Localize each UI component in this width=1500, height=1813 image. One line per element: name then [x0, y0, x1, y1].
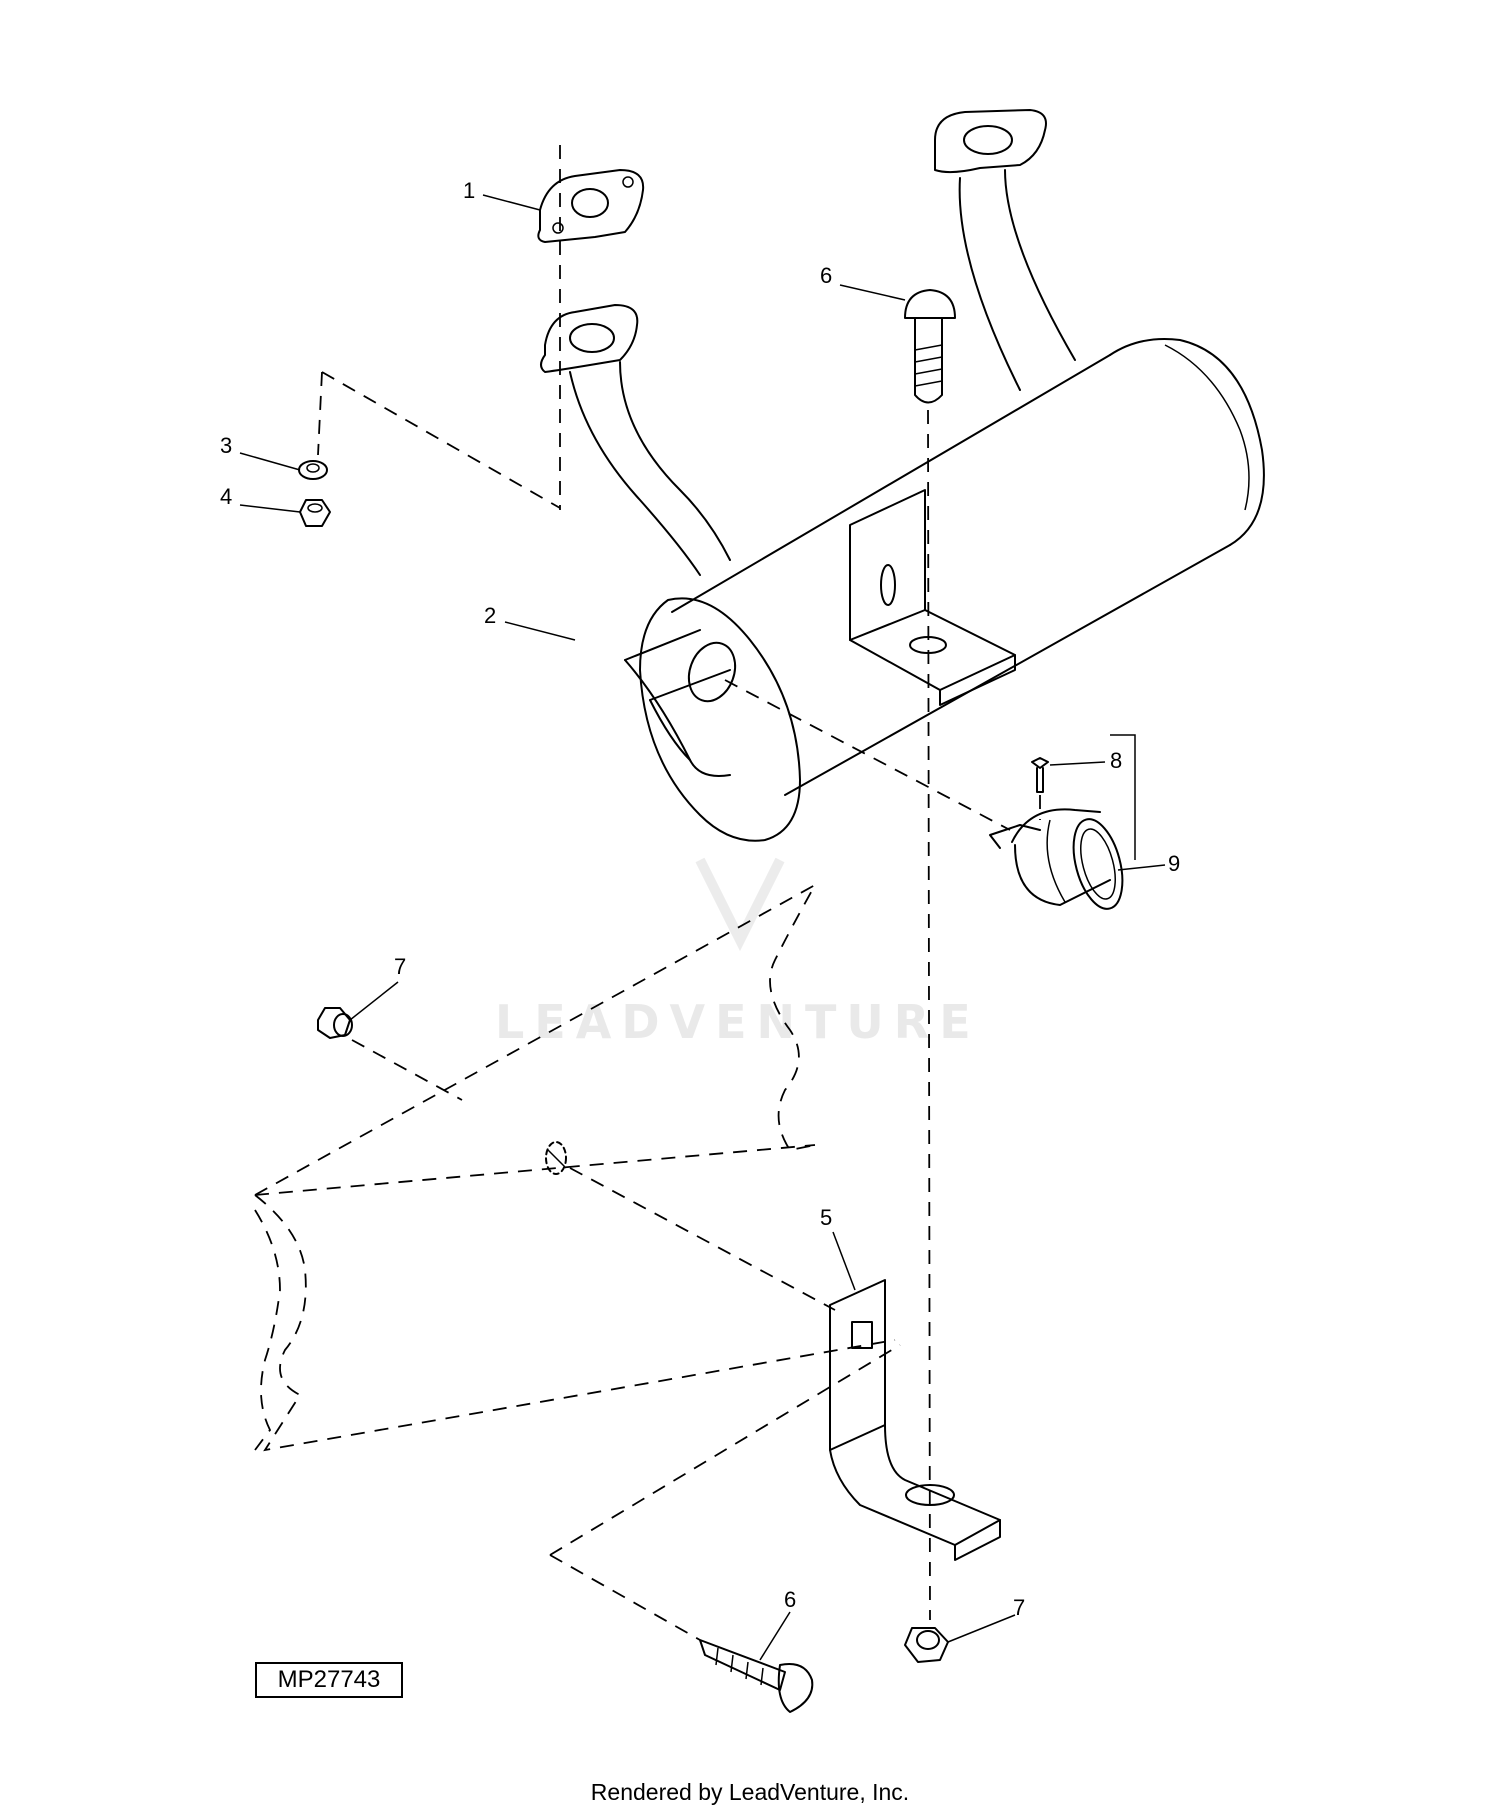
svg-text:8: 8 — [1110, 748, 1122, 773]
callout-7-left: 7 — [349, 954, 406, 1021]
centerline-nut-vertical — [317, 371, 323, 456]
tailpipe-extension-part-9[interactable] — [989, 808, 1131, 914]
centerline-flange-nut-left — [351, 1039, 463, 1101]
centerline-lower-bolt — [549, 1344, 901, 1556]
lock-washer-part-3[interactable] — [298, 460, 328, 480]
svg-text:9: 9 — [1168, 851, 1180, 876]
svg-text:5: 5 — [820, 1205, 832, 1230]
drawing-id-label: MP27743 — [255, 1662, 403, 1698]
flange-nut-part-7-right[interactable] — [904, 1627, 949, 1663]
callout-5: 5 — [820, 1205, 856, 1291]
flange-nut-part-7-left[interactable] — [317, 1007, 353, 1039]
frame-hole — [545, 1141, 567, 1175]
carriage-bolt-part-6-bottom[interactable] — [699, 1639, 814, 1713]
callout-2: 2 — [484, 603, 576, 641]
carriage-bolt-part-6-top[interactable] — [904, 289, 956, 404]
muffler-part-2[interactable] — [540, 109, 1265, 842]
callout-7-right: 7 — [947, 1595, 1025, 1643]
callout-6-top: 6 — [820, 263, 906, 301]
frame-panel-outline — [254, 882, 896, 1452]
callout-1: 1 — [463, 178, 541, 211]
svg-text:7: 7 — [394, 954, 406, 979]
svg-text:7: 7 — [1013, 1595, 1025, 1620]
watermark: LEADVENTURE — [495, 857, 981, 1049]
svg-text:2: 2 — [484, 603, 496, 628]
centerline-nut-to-stud — [321, 371, 561, 509]
centerline-hole-to-bracket — [569, 1167, 836, 1311]
centerline-lower-bolt-2 — [549, 1554, 701, 1641]
svg-text:6: 6 — [784, 1587, 796, 1612]
svg-text:1: 1 — [463, 178, 475, 203]
screw-part-8[interactable] — [1031, 757, 1049, 793]
callout-8: 8 — [1049, 748, 1122, 773]
svg-text:6: 6 — [820, 263, 832, 288]
callout-3: 3 — [220, 433, 301, 471]
bracket-part-5[interactable] — [829, 1279, 1001, 1561]
callout-4: 4 — [220, 484, 301, 513]
centerline-bolt-vertical — [927, 409, 931, 1621]
svg-text:3: 3 — [220, 433, 232, 458]
callout-6-bottom: 6 — [759, 1587, 796, 1661]
callout-9: 9 — [1110, 734, 1180, 876]
hex-nut-part-4[interactable] — [299, 499, 331, 527]
svg-text:4: 4 — [220, 484, 232, 509]
centerline-tailpipe — [724, 679, 1011, 831]
gasket-part-1[interactable] — [537, 169, 645, 243]
footer-credit: Rendered by LeadVenture, Inc. — [590, 1779, 910, 1805]
watermark-text: LEADVENTURE — [495, 995, 981, 1049]
